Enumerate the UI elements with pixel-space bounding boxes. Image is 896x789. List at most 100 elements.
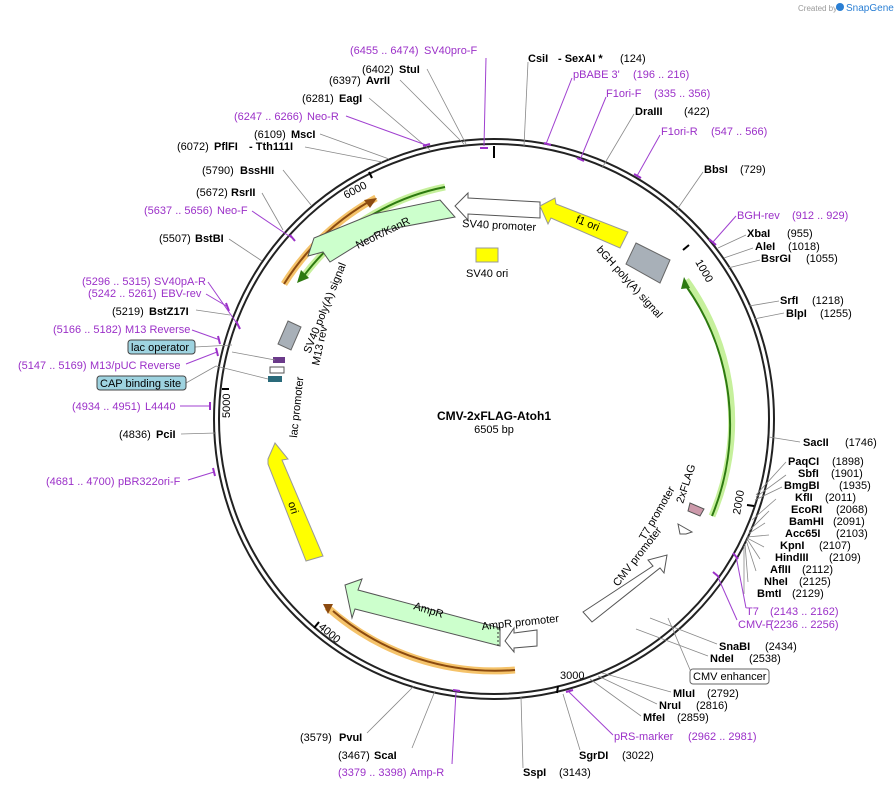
lead-m13puc-rev	[185, 351, 218, 365]
enzyme-pcii: PciI	[156, 429, 176, 441]
orf-lower-line	[332, 610, 516, 672]
primer-cmv-f: CMV-F	[738, 619, 773, 631]
primer-ebv-rev-range: (5242 .. 5261)	[88, 288, 157, 300]
primer-labels: (6455 .. 6474) SV40pro-F pBABE 3' (196 .…	[18, 45, 848, 779]
enzyme-snabi: SnaBI	[719, 641, 750, 653]
mark-sv40pa-r	[235, 320, 241, 330]
enzyme-msci-pos: (6109)	[254, 129, 286, 141]
enzyme-paqci-pos: (1898)	[832, 456, 864, 468]
mark-neo-f	[289, 234, 296, 242]
enzyme-csii: CsiI	[528, 53, 548, 65]
enzyme-aflii: AflII	[770, 564, 791, 576]
ampr-promoter-label: AmpR promoter	[481, 613, 560, 633]
lead-cap-site-2	[215, 365, 269, 380]
lead-ndei	[635, 628, 709, 657]
neo-orf-arrowhead	[297, 270, 309, 283]
enzyme-mfei-pos: (2859)	[677, 712, 709, 724]
cap-site-box	[96, 375, 187, 391]
flag-tag-label: 2xFLAG	[674, 463, 698, 505]
lead-m13-reverse	[191, 329, 221, 341]
enzyme-labels: CsiI - SexAI * (124) DraIII (422) BbsI (…	[112, 53, 877, 779]
lead-sv40pro-f	[483, 57, 487, 147]
primer-prs-marker-range: (2962 .. 2981)	[688, 731, 757, 743]
cap-site-label: CAP binding site	[100, 378, 181, 390]
lead-kfli	[751, 498, 777, 521]
lead-rsrii	[261, 192, 284, 231]
watermark-brand: SnapGene	[846, 3, 894, 14]
enzyme-pvui: PvuI	[339, 732, 362, 744]
mark-neo-r	[422, 143, 431, 147]
sv40-ori-box	[475, 247, 499, 263]
lead-f1ori-r	[636, 134, 661, 177]
ampr-arrow	[344, 578, 501, 647]
primer-m13puc-rev-range: (5147 .. 5169)	[18, 360, 87, 372]
lead-blpi	[753, 312, 785, 320]
lead-ecori	[748, 510, 770, 532]
enzyme-bsrgi-pos: (1055)	[806, 253, 838, 265]
tick-label-5000: 5000	[221, 394, 233, 418]
snapgene-logo-icon	[836, 3, 844, 11]
mark-f1ori-r	[633, 173, 642, 179]
enzyme-bamhi-pos: (2091)	[833, 516, 865, 528]
enzyme-mlui-pos: (2792)	[707, 688, 739, 700]
tick-4000	[313, 621, 320, 629]
mark-t7	[732, 552, 739, 560]
primer-sv40pa-r-range: (5296 .. 5315)	[82, 276, 151, 288]
mcs-leads	[743, 461, 787, 594]
orf-upper-arrowhead	[364, 198, 377, 208]
enzyme-sgrdi: SgrDI	[579, 750, 608, 762]
enzyme-csii-pos: (124)	[620, 53, 646, 65]
enzyme-pflfi: PflFI	[214, 141, 238, 153]
plasmid-name: CMV-2xFLAG-Atoh1	[437, 409, 551, 423]
lead-sbfi	[755, 474, 787, 498]
lead-sv40pa-r	[207, 281, 239, 326]
tick-3000	[556, 685, 559, 694]
lead-bgh-rev	[712, 215, 737, 243]
lead-hindiii	[746, 538, 761, 560]
enzyme-nhei: NheI	[764, 576, 788, 588]
lac-promoter-mark	[269, 366, 285, 374]
watermark: Created by SnapGene	[798, 3, 894, 14]
t7-promoter-arrow	[677, 523, 694, 535]
lac-operator-label: lac operator	[131, 342, 189, 354]
lead-pbabe3	[545, 77, 573, 145]
enzyme-hindiii-pos: (2109)	[829, 552, 861, 564]
sv40-promoter-arrow	[454, 191, 541, 222]
lead-prs-marker	[568, 691, 614, 736]
bgh-polya-box	[625, 242, 671, 284]
enzyme-hindiii: HindIII	[775, 552, 809, 564]
lead-bbsi	[675, 171, 704, 212]
primer-neo-f: Neo-F	[217, 205, 248, 217]
enzyme-bmgbi: BmgBI	[784, 480, 819, 492]
primer-m13puc-rev: M13/pUC Reverse	[90, 360, 180, 372]
cap-site-mark	[268, 376, 282, 382]
enzyme-tth111i: - Tth111I	[249, 141, 293, 153]
enzyme-rsrii: RsrII	[231, 187, 255, 199]
enzyme-rsrii-pos: (5672)	[196, 187, 228, 199]
lead-t7	[735, 555, 747, 609]
enzyme-pflfi-pos: (6072)	[177, 141, 209, 153]
primer-amp-r-range: (3379 .. 3398)	[338, 767, 407, 779]
enzyme-mlui: MluI	[673, 688, 695, 700]
lead-pvui	[366, 685, 415, 734]
enzyme-bsshii: BssHII	[240, 165, 274, 177]
enzyme-avrii: AvrII	[366, 75, 390, 87]
lead-snabi	[649, 617, 718, 645]
watermark-prefix: Created by	[798, 4, 837, 13]
enzyme-acc65i: Acc65I	[785, 528, 820, 540]
lead-sacii	[768, 436, 801, 443]
lead-alei	[723, 247, 754, 259]
lead-csii	[523, 61, 529, 147]
enzyme-sacii-pos: (1746)	[845, 437, 877, 449]
enzyme-ecori-pos: (2068)	[836, 504, 868, 516]
enzyme-ndei: NdeI	[710, 653, 734, 665]
lead-draiii	[601, 113, 635, 169]
primer-neo-r: Neo-R	[307, 111, 339, 123]
lead-nrui	[597, 675, 658, 705]
enzyme-nrui-pos: (2816)	[696, 700, 728, 712]
enzyme-kpni: KpnI	[780, 540, 804, 552]
mark-pbabe3	[543, 142, 552, 146]
lead-bmgbi	[754, 486, 783, 501]
lead-eagi	[368, 97, 431, 151]
